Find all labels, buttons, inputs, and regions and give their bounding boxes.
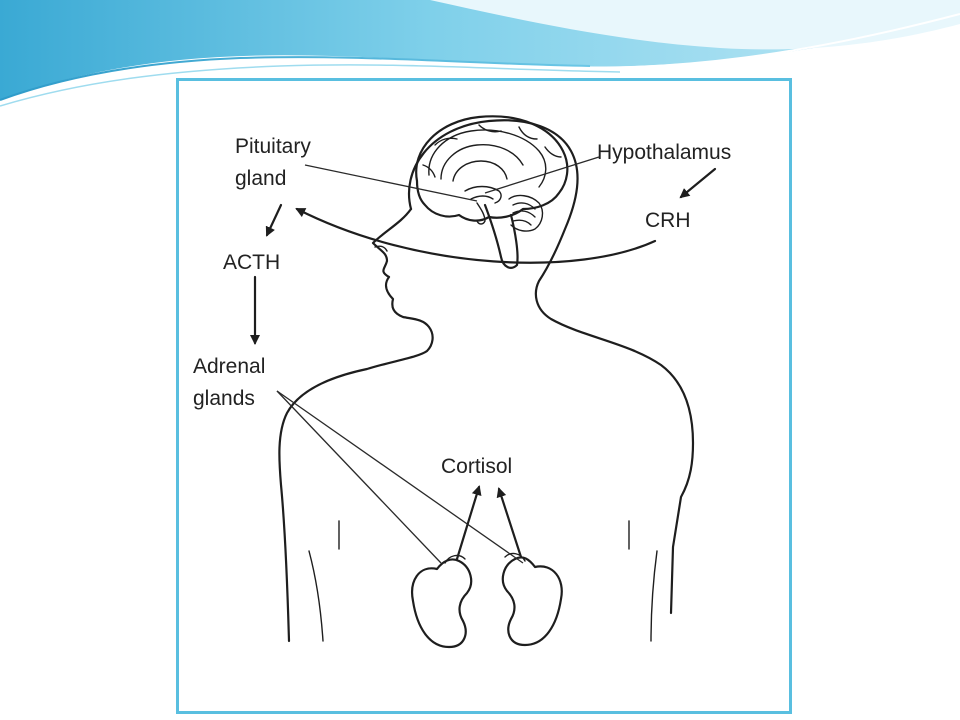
diagram-frame: Pituitary gland Hypothalamus CRH ACTH Ad… xyxy=(176,78,792,714)
hpa-axis-diagram: Pituitary gland Hypothalamus CRH ACTH Ad… xyxy=(193,115,731,649)
header-wave-decoration xyxy=(0,0,960,107)
label-pituitary-line2: gland xyxy=(235,167,286,190)
label-crh: CRH xyxy=(645,209,691,232)
label-adrenal-line2: glands xyxy=(193,387,255,410)
label-pituitary-line1: Pituitary xyxy=(235,135,311,158)
kidney-icon xyxy=(411,552,563,649)
human-body-icon xyxy=(278,119,695,643)
label-hypothalamus: Hypothalamus xyxy=(597,141,731,164)
label-acth: ACTH xyxy=(223,251,280,274)
label-adrenal-line1: Adrenal xyxy=(193,355,265,378)
label-cortisol: Cortisol xyxy=(441,455,512,478)
brain-icon xyxy=(415,115,569,269)
